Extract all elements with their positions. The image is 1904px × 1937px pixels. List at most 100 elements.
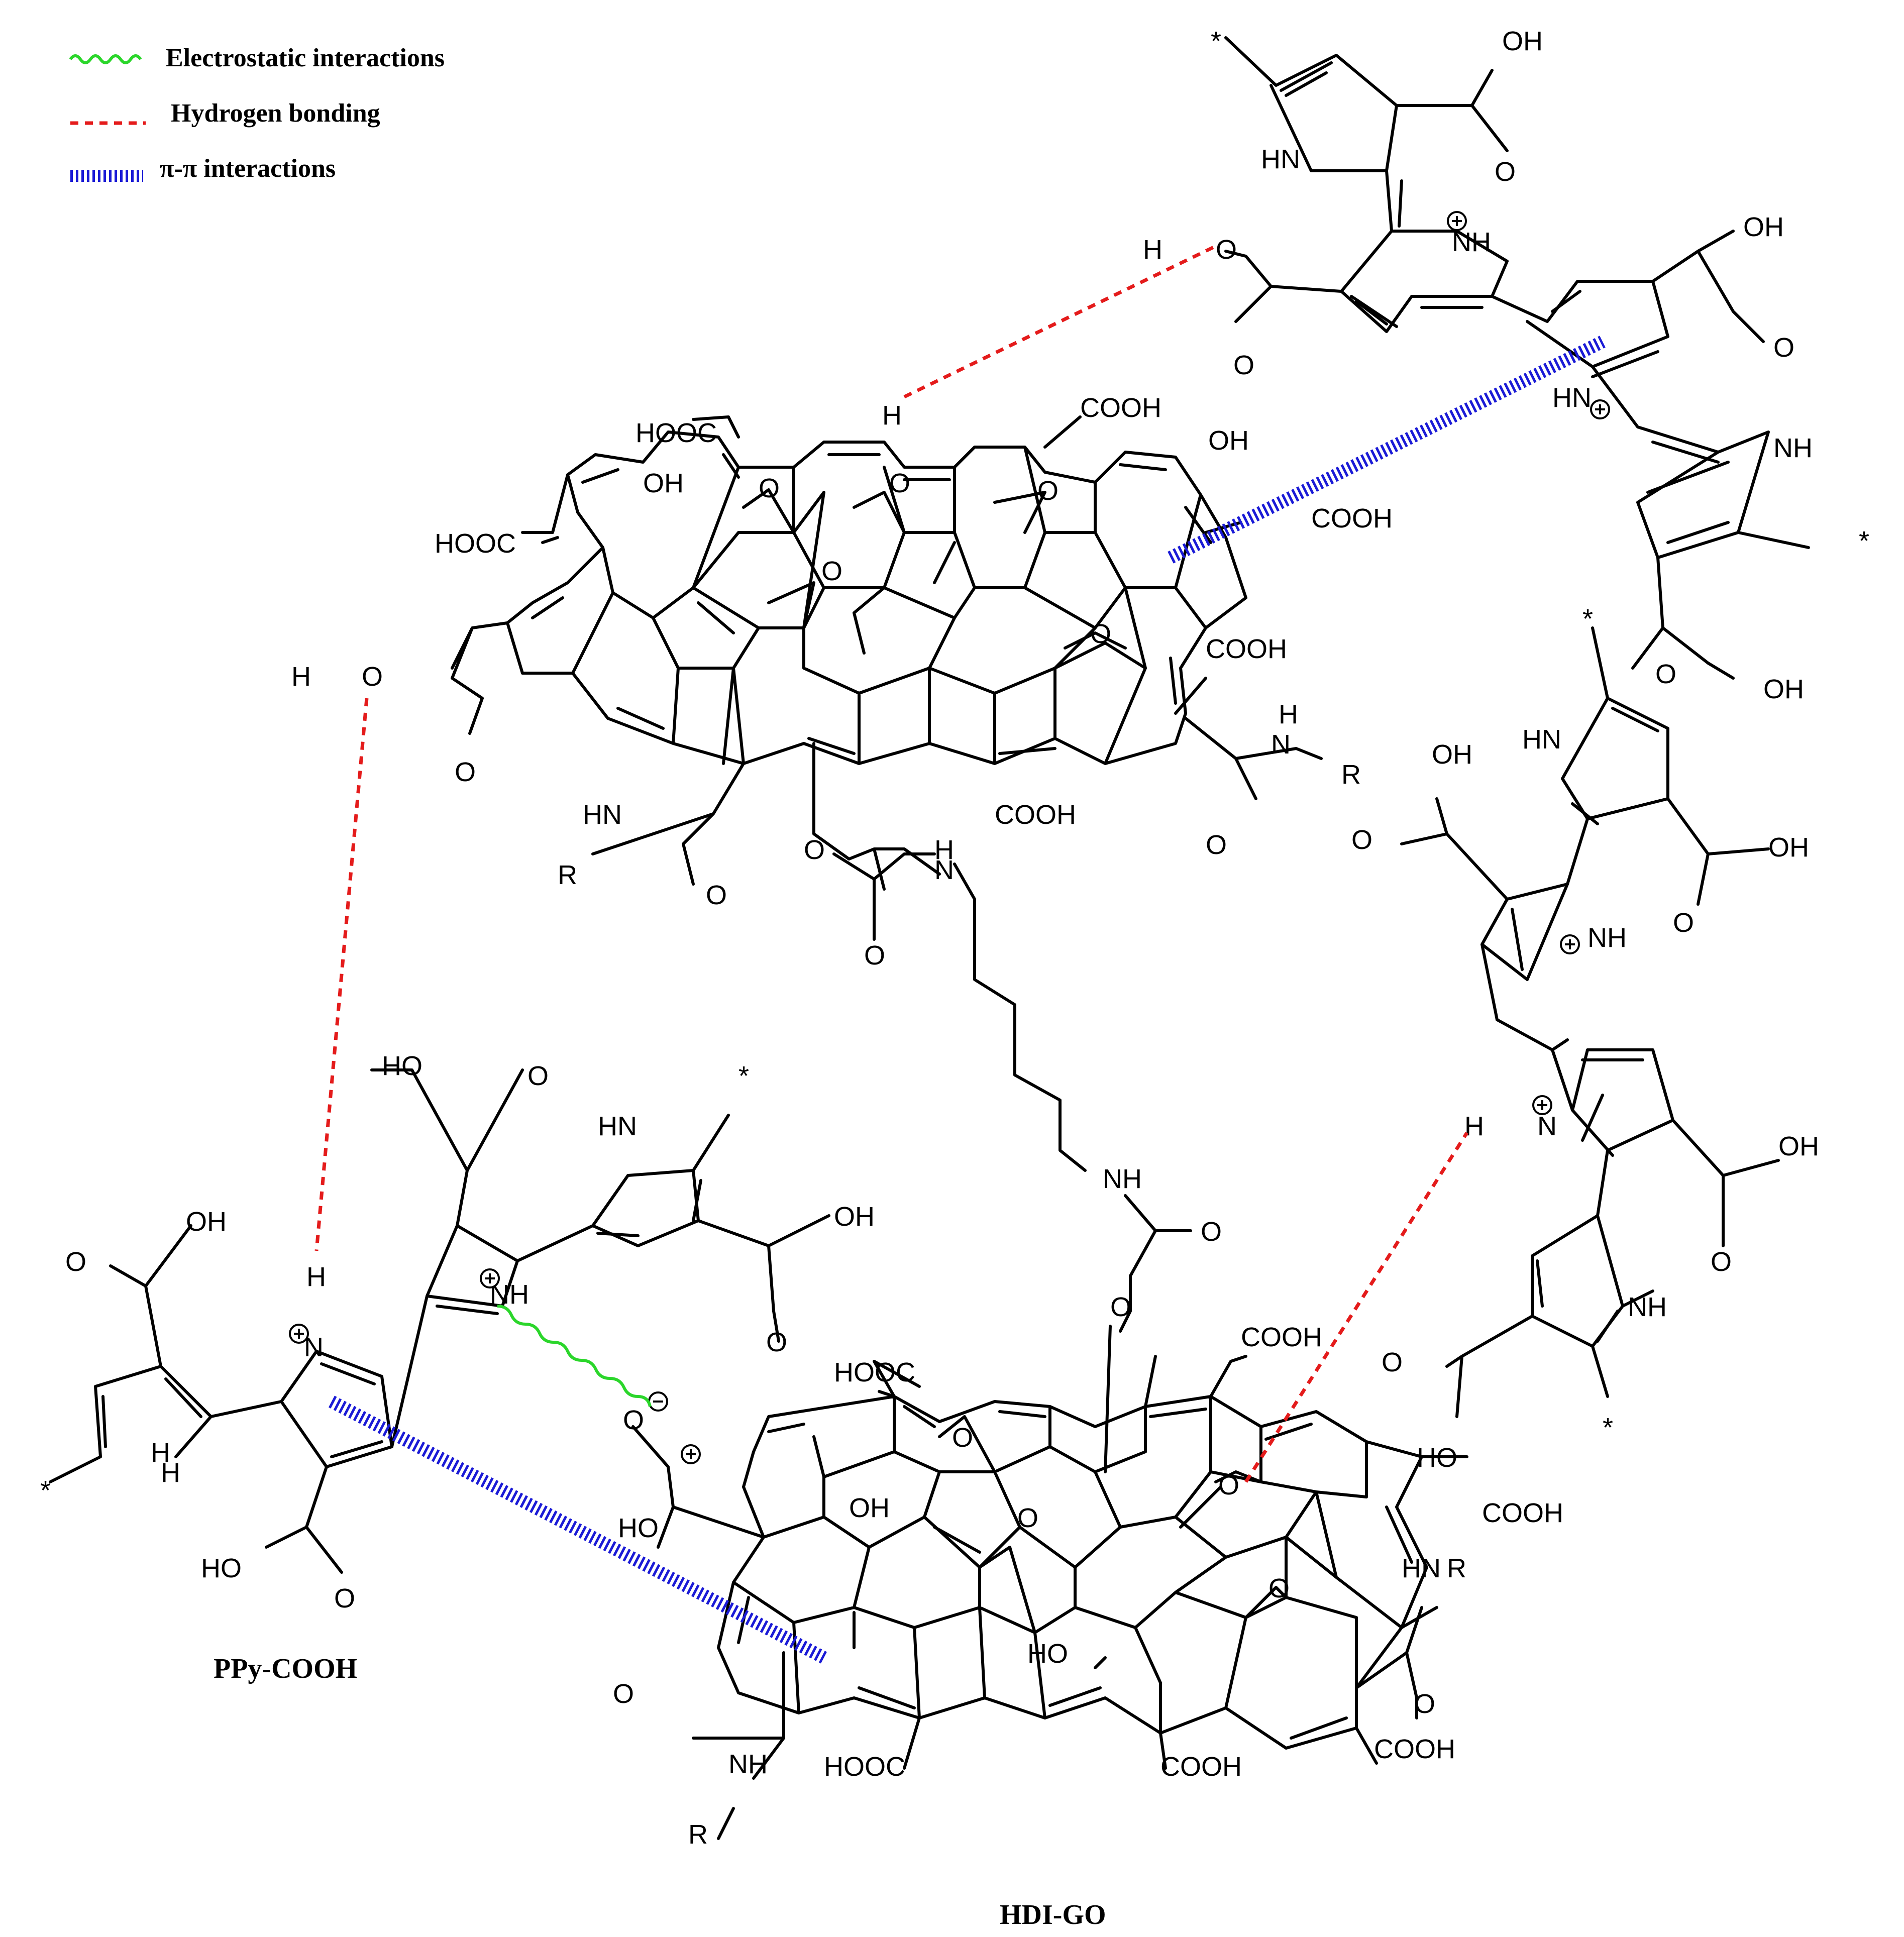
ppy-right-middle-bonds bbox=[1400, 626, 1780, 1418]
ppy-lower-left-charges bbox=[289, 1268, 500, 1344]
hdi-linker: H N O NH O O bbox=[832, 835, 1222, 1333]
ppy-right-middle-charges bbox=[1532, 934, 1580, 1115]
svg-text:*: * bbox=[1211, 26, 1221, 56]
upper-sheet-lattice bbox=[506, 431, 1247, 765]
svg-text:O: O bbox=[766, 1327, 787, 1357]
svg-text:O: O bbox=[1201, 1217, 1222, 1247]
ppy-lower-left-double-bonds bbox=[101, 1179, 702, 1458]
caption-ppy-cooh: PPy-COOH bbox=[214, 1653, 357, 1684]
legend-item-pipi: π-π interactions bbox=[70, 154, 336, 183]
svg-text:O: O bbox=[1711, 1247, 1732, 1277]
svg-text:O: O bbox=[952, 1423, 973, 1453]
svg-text:HN: HN bbox=[1552, 383, 1592, 413]
svg-text:R: R bbox=[1447, 1553, 1466, 1583]
electrostatic-interaction bbox=[497, 1305, 652, 1407]
svg-text:O: O bbox=[864, 940, 885, 971]
ppy-right-middle-double-bonds bbox=[1511, 707, 1659, 1343]
upper-sheet-double-bonds bbox=[531, 453, 1212, 755]
ppy-top-right-double-bonds bbox=[1285, 71, 1730, 544]
svg-text:OH: OH bbox=[643, 468, 684, 498]
ppy-top-right-charges bbox=[1447, 211, 1610, 419]
svg-text:H: H bbox=[161, 1458, 180, 1488]
svg-text:NH: NH bbox=[1588, 923, 1627, 953]
svg-text:O: O bbox=[1216, 235, 1237, 265]
svg-text:O: O bbox=[65, 1247, 86, 1277]
svg-text:H: H bbox=[882, 400, 902, 431]
hdi-chain bbox=[832, 852, 1192, 1333]
pi-pi-stacking-bottom bbox=[328, 1395, 827, 1664]
svg-text:*: * bbox=[1603, 1413, 1613, 1443]
ppy-lower-left-labels: * H H O OH H N HO O HO O NH HN * OH O bbox=[40, 1051, 875, 1613]
svg-text:O: O bbox=[1673, 908, 1694, 938]
svg-text:HOOC: HOOC bbox=[834, 1357, 915, 1387]
svg-text:NH: NH bbox=[1452, 227, 1491, 257]
svg-text:O: O bbox=[527, 1061, 549, 1091]
svg-text:O: O bbox=[1233, 350, 1254, 380]
svg-text:HO: HO bbox=[201, 1553, 242, 1583]
svg-text:COOH: COOH bbox=[1311, 503, 1393, 533]
svg-text:O: O bbox=[1268, 1573, 1290, 1603]
svg-text:O: O bbox=[1218, 1470, 1239, 1500]
upper-go-sheet: HOOC COOH HOOC OH OH COOH COOH COOH H O … bbox=[291, 393, 1393, 910]
electrostatic-line-icon bbox=[69, 54, 142, 64]
svg-text:O: O bbox=[889, 468, 910, 498]
svg-text:OH: OH bbox=[834, 1202, 875, 1232]
svg-text:O: O bbox=[623, 1405, 644, 1435]
svg-text:OH: OH bbox=[1768, 832, 1809, 863]
plus-charge-icon bbox=[1560, 934, 1580, 954]
svg-text:N: N bbox=[1271, 729, 1291, 760]
svg-text:NH: NH bbox=[1773, 433, 1813, 463]
svg-text:O: O bbox=[1351, 825, 1372, 855]
lower-sheet-substituents bbox=[631, 1355, 1468, 1840]
svg-text:H: H bbox=[1279, 699, 1298, 729]
ppy-chain-right-middle: * HN OH O OH O NH H N OH O NH O HO * bbox=[1351, 604, 1819, 1473]
svg-text:O: O bbox=[1110, 1292, 1131, 1322]
caption-hdi-go: HDI-GO bbox=[1000, 1899, 1106, 1930]
upper-sheet-atom-labels: HOOC COOH HOOC OH OH COOH COOH COOH H O … bbox=[291, 393, 1393, 910]
svg-text:OH: OH bbox=[1778, 1131, 1819, 1161]
svg-text:O: O bbox=[613, 1679, 634, 1709]
svg-text:*: * bbox=[40, 1475, 51, 1505]
svg-text:OH: OH bbox=[1208, 425, 1249, 456]
svg-text:HO: HO bbox=[618, 1513, 659, 1543]
svg-text:O: O bbox=[1017, 1503, 1038, 1533]
svg-text:H: H bbox=[291, 662, 311, 692]
svg-text:O: O bbox=[804, 835, 825, 865]
ppy-lower-left-bonds bbox=[49, 1068, 830, 1574]
svg-text:NH: NH bbox=[1628, 1292, 1667, 1322]
svg-text:H: H bbox=[934, 835, 954, 865]
upper-sheet-epoxides bbox=[742, 488, 1127, 650]
svg-text:OH: OH bbox=[1432, 739, 1472, 770]
svg-text:O: O bbox=[334, 1583, 355, 1613]
legend-label-hydrogen: Hydrogen bonding bbox=[171, 99, 380, 128]
svg-text:O: O bbox=[1037, 476, 1059, 506]
svg-text:HO: HO bbox=[1027, 1639, 1068, 1669]
svg-text:O: O bbox=[1773, 333, 1794, 363]
svg-text:O: O bbox=[455, 757, 476, 787]
legend-label-electrostatic: Electrostatic interactions bbox=[166, 44, 445, 72]
svg-text:O: O bbox=[1655, 659, 1676, 689]
lower-go-sheet: HOOC COOH COOH HN R O COOH COOH HOOC OH … bbox=[613, 1322, 1563, 1850]
ppy-top-right-labels: * OH O HN NH OH O H O O HN NH * O OH bbox=[1143, 26, 1869, 704]
svg-text:OH: OH bbox=[1763, 674, 1804, 704]
hydrogen-bond-top bbox=[903, 244, 1217, 399]
ppy-chain-lower-left: * H H O OH H N HO O HO O NH HN * OH O bbox=[40, 1051, 875, 1613]
svg-text:HOOC: HOOC bbox=[636, 418, 717, 448]
legend-item-electrostatic: Electrostatic interactions bbox=[69, 44, 445, 72]
svg-text:HN: HN bbox=[1261, 144, 1300, 174]
svg-text:OH: OH bbox=[186, 1207, 227, 1237]
svg-text:HN: HN bbox=[1522, 724, 1561, 755]
svg-text:NH: NH bbox=[728, 1749, 768, 1779]
svg-text:O: O bbox=[706, 880, 727, 910]
svg-text:O: O bbox=[362, 662, 383, 692]
svg-text:O: O bbox=[1206, 830, 1227, 860]
minus-charge-icon bbox=[648, 1391, 668, 1412]
svg-text:NH: NH bbox=[1103, 1164, 1142, 1194]
svg-text:OH: OH bbox=[1502, 26, 1543, 56]
legend-item-hydrogen: Hydrogen bonding bbox=[70, 99, 380, 128]
svg-text:O: O bbox=[759, 473, 780, 503]
ppy-right-middle-labels: * HN OH O OH O NH H N OH O NH O HO * bbox=[1351, 604, 1819, 1473]
legend-label-pipi: π-π interactions bbox=[160, 154, 336, 183]
svg-text:COOH: COOH bbox=[1482, 1498, 1563, 1528]
svg-text:HO: HO bbox=[1417, 1443, 1457, 1473]
